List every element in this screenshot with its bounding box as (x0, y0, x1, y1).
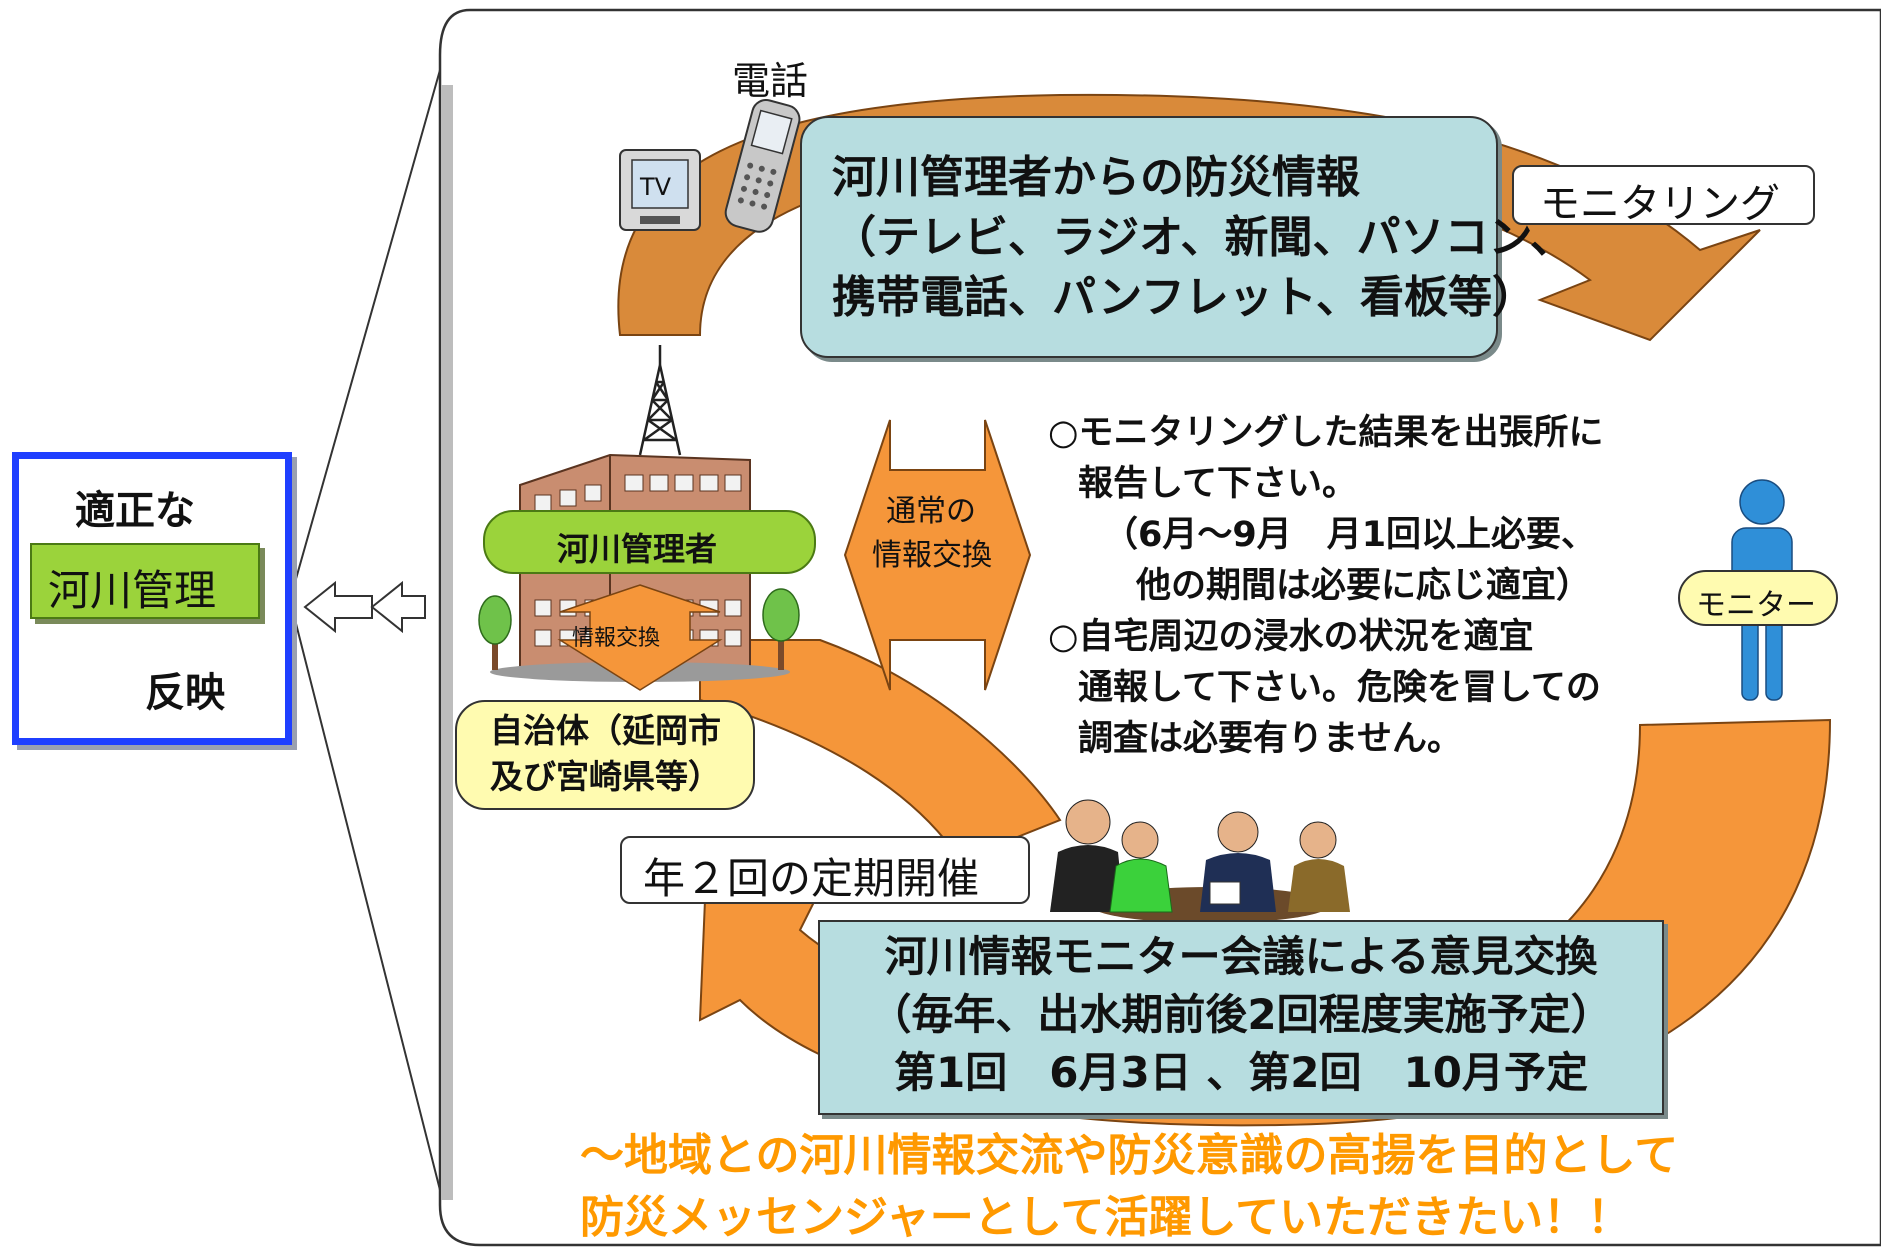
exchange-small-label: 情報交換 (572, 626, 661, 651)
river-manager-label: 河川管理者 (557, 530, 718, 568)
river-manager-box (483, 510, 816, 574)
meeting-line2: （毎年、出水期前後2回程度実施予定） (869, 990, 1613, 1039)
biannual-label-box (620, 836, 1030, 904)
municipality-text: 自治体（延岡市 及び宮崎県等） (490, 708, 721, 800)
top-info-line2: （テレビ、ラジオ、新聞、パソコン、 (832, 212, 1574, 263)
meeting-line1: 河川情報モニター会議による意見交換 (884, 932, 1598, 981)
phone-label: 電話 (732, 59, 809, 103)
river-management-text: 河川管理 (48, 566, 217, 615)
municipality-line1: 自治体（延岡市 (490, 711, 721, 750)
mobile-phone-icon (724, 99, 801, 233)
monitoring-label-box (1512, 165, 1815, 225)
municipality-box (455, 700, 755, 810)
monitor-label-box (1678, 570, 1838, 626)
instructions-line6: 通報して下さい。危険を冒しての (1078, 668, 1601, 708)
municipality-line2: 及び宮崎県等） (490, 757, 721, 796)
instructions-line3: （6月～9月 月1回以上必要、 (1103, 515, 1597, 555)
callout-lines (288, 69, 441, 1191)
monitoring-label: モニタリング (1540, 181, 1780, 227)
meeting-people-icon (1050, 799, 1350, 923)
instructions-line7: 調査は必要有りません。 (1078, 719, 1462, 759)
tree-icon (762, 588, 800, 670)
top-info-box (800, 116, 1498, 358)
tv-label: TV (640, 173, 672, 201)
panel-left-bar (441, 85, 453, 1200)
footer-text: ～地域との河川情報交流や防災意識の高揚を目的として 防災メッセンジャーとして活躍… (580, 1125, 1678, 1249)
normal-exchange-line1: 通常の (886, 494, 976, 529)
tree-icon (478, 595, 512, 670)
biannual-label: 年２回の定期開催 (643, 854, 980, 903)
instructions-text: ○モニタリングした結果を出張所に 報告して下さい。 （6月～9月 月1回以上必要… (1048, 408, 1604, 765)
monitor-label: モニター (1696, 588, 1816, 623)
left-panel-bottom-text: 反映 (145, 670, 225, 716)
normal-exchange-line2: 情報交換 (872, 538, 992, 573)
double-arrow-left-icon (303, 580, 426, 634)
river-management-label (30, 543, 260, 619)
top-info-line3: 携帯電話、パンフレット、看板等） (832, 272, 1536, 323)
top-info-text: 河川管理者からの防災情報 （テレビ、ラジオ、新聞、パソコン、 携帯電話、パンフレ… (832, 148, 1574, 328)
footer-line2: 防災メッセンジャーとして活躍していただきたい！！ (580, 1192, 1632, 1243)
tv-icon (619, 149, 701, 231)
meeting-info-box (818, 920, 1664, 1115)
instructions-line4: 他の期間は必要に応じ適宜） (1136, 566, 1592, 606)
instructions-line1: ○モニタリングした結果を出張所に (1048, 413, 1604, 453)
left-panel-top-text: 適正な (75, 488, 195, 534)
normal-exchange-text: 通常の 情報交換 (872, 490, 992, 578)
radio-tower-icon (638, 345, 682, 456)
meeting-line3: 第1回 6月3日 、第2回 10月予定 (894, 1048, 1588, 1097)
instructions-line2: 報告して下さい。 (1078, 464, 1357, 504)
meeting-info-text: 河川情報モニター会議による意見交換 （毎年、出水期前後2回程度実施予定） 第1回… (838, 928, 1644, 1102)
small-exchange-arrow (557, 584, 723, 691)
top-info-line1: 河川管理者からの防災情報 (832, 152, 1360, 203)
footer-line1: ～地域との河川情報交流や防災意識の高揚を目的として (580, 1130, 1679, 1181)
normal-exchange-arrow (843, 419, 1032, 691)
instructions-line5: ○自宅周辺の浸水の状況を適宜 (1048, 617, 1534, 657)
